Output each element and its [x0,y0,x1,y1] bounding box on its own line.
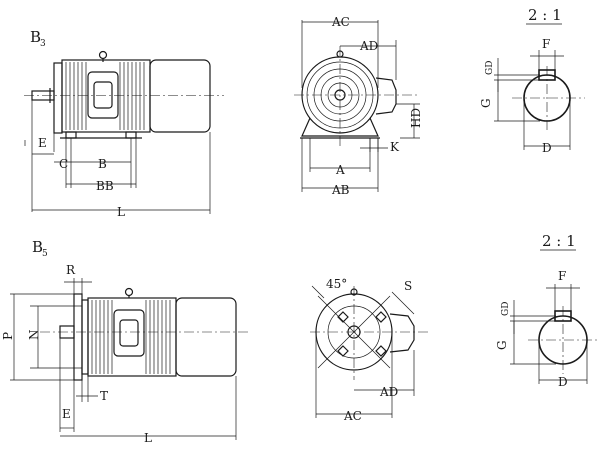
b5-dim-AC: AC [343,409,362,423]
b3-dim-AB: AB [331,183,350,197]
b5-dim-GD: GD [501,302,511,316]
b5-terminal-box [113,309,145,357]
b5-dim-F: F [558,269,566,283]
b5-dim-AD: AD [379,385,398,399]
b3-stator-frame [61,59,151,133]
b3-dim-K: K [390,140,400,154]
b3-foot-rear [125,131,137,139]
b3-lifting-eye [98,50,108,60]
b5-side-view: B 5 R P [1,238,248,445]
b5-scale-label: 2 : 1 [542,232,576,250]
b3-end-shield [53,62,63,134]
b5-dim-N: N [27,330,41,341]
b3-dim-L: L [117,205,125,219]
b5-terminal-box-cover [119,319,139,347]
b5-fan-cover [175,297,237,377]
b5-dim-R: R [66,263,76,277]
b5-dim-T: T [100,389,108,403]
b5-lifting-eye [124,287,134,297]
b3-dim-F: F [542,37,550,51]
b5-end-view: 45° S AD AC [310,277,430,423]
b3-dim-G: G [479,98,493,108]
b3-dim-D: D [542,141,552,155]
b5-end-terminal-box [389,313,415,353]
b3-dim-C: C [59,157,68,171]
b5-dim-P: P [1,332,15,340]
b3-shaft-section: 2 : 1 F GD G D [479,6,585,155]
b5-flange [73,293,83,381]
b3-dim-HD: HD [409,108,423,128]
b5-bolt-holes [337,311,387,357]
b3-view-title: B [30,28,41,46]
b5-dim-G: G [495,340,509,350]
b3-scale-label: 2 : 1 [528,6,562,24]
b3-dim-GD: GD [485,61,495,75]
b5-view-title: B [32,238,43,256]
b3-dim-AD: AD [359,39,378,53]
b5-dim-S: S [404,279,412,293]
b5-dim-L: L [144,431,152,445]
b3-dim-E: E [38,136,47,150]
b5-dim-angle: 45° [326,277,347,291]
b5-dim-E: E [62,407,71,421]
b3-cooling-fins [65,62,145,130]
b3-end-terminal-box [375,77,397,115]
b3-dim-AC: AC [331,15,350,29]
b3-terminal-box [87,71,119,119]
b5-dim-D: D [558,375,568,389]
b3-view-subscript: 3 [40,39,46,49]
b5-view-subscript: 5 [42,249,48,259]
b3-side-view: B 3 [24,28,224,219]
b3-dim-A: A [335,163,345,177]
b3-end-view: AC AD HD K A AB [294,15,423,197]
b3-dim-BB: BB [96,179,114,193]
b3-fan-cover [149,59,211,133]
b5-shaft-section: 2 : 1 F GD G D [495,232,600,389]
b5-flange-spigot [81,299,89,375]
b3-dim-B: B [98,157,107,171]
b3-foot-front [65,131,77,139]
b3-terminal-box-cover [93,81,113,109]
b5-cooling-fins [91,300,171,374]
